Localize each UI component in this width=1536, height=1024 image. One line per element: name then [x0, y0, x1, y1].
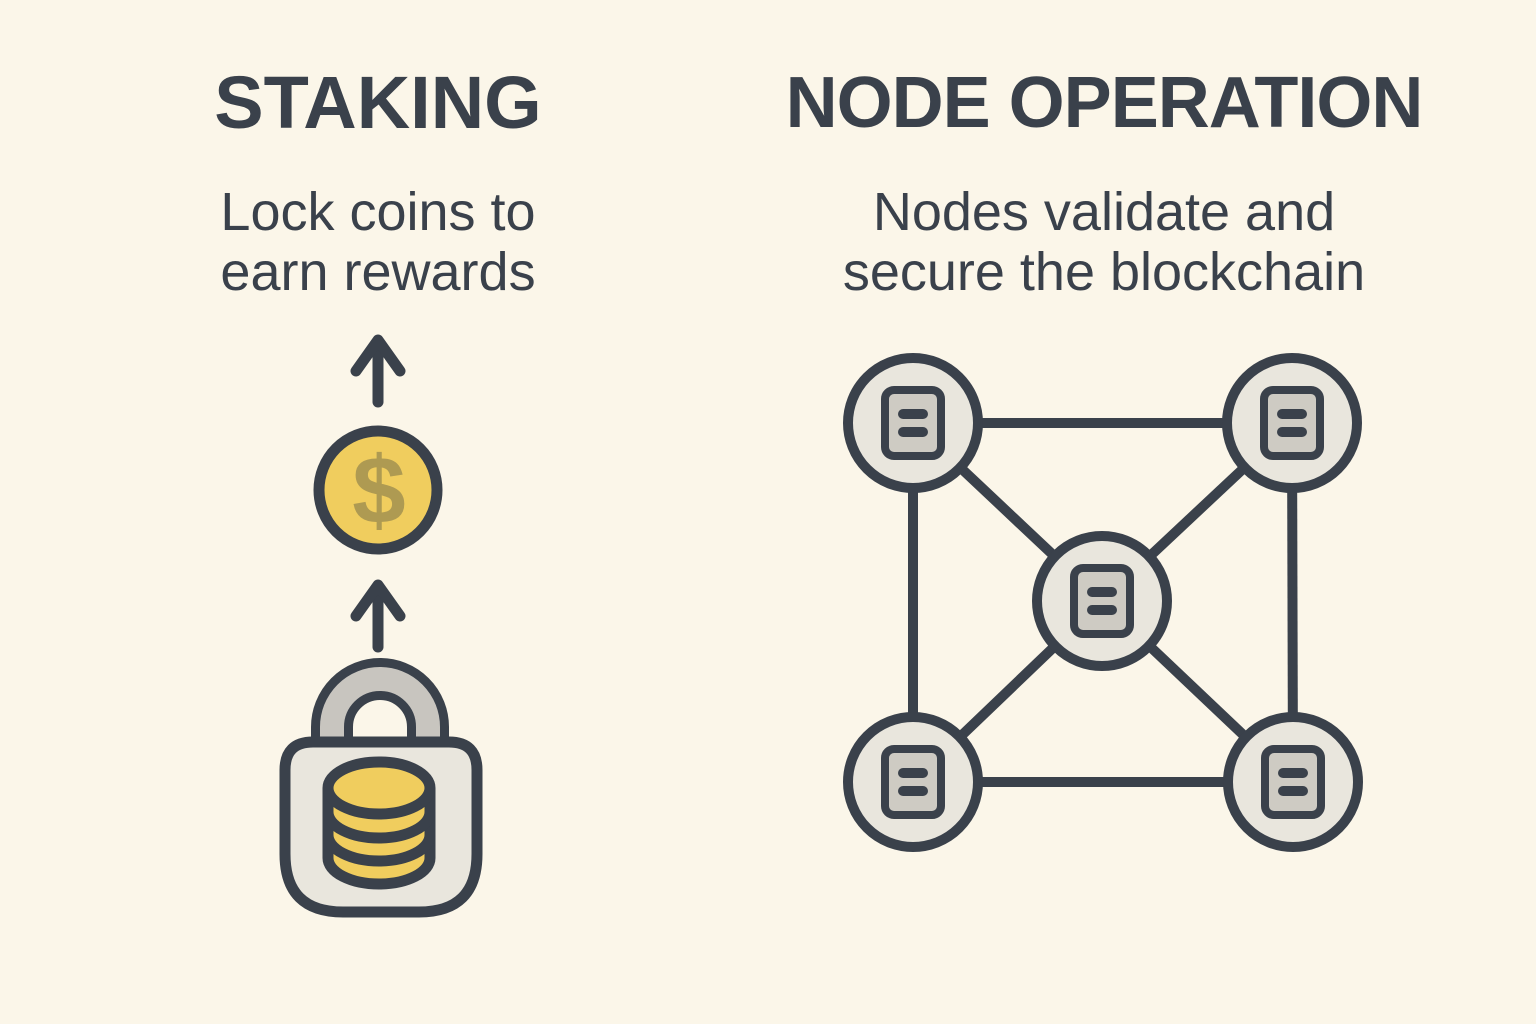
block-document-icon [1261, 745, 1325, 819]
block-document-icon [881, 745, 945, 819]
network-node-center [1032, 531, 1172, 671]
block-line-2 [1278, 786, 1308, 796]
up-arrow-bottom-icon [350, 579, 406, 653]
block-line-2 [1087, 605, 1117, 615]
dollar-coin-icon: $ [313, 425, 443, 555]
network-node-top-left [843, 353, 983, 493]
block-line-2 [898, 427, 928, 437]
block-line-1 [898, 409, 928, 419]
block-line-2 [1277, 427, 1307, 437]
block-document-icon [881, 386, 945, 460]
network-diagram [843, 353, 1363, 852]
network-node-bottom-right [1223, 712, 1363, 852]
network-node-top-right [1222, 353, 1362, 493]
block-line-1 [898, 768, 928, 778]
block-line-1 [1087, 587, 1117, 597]
block-line-1 [1277, 409, 1307, 419]
coin-circle [313, 425, 443, 555]
dollar-sign: $ [352, 437, 405, 544]
block-document-icon [1070, 564, 1134, 638]
staking-graphic: $ [279, 334, 483, 918]
padlock-icon [279, 658, 483, 918]
block-line-2 [898, 786, 928, 796]
coin-stack-icon [322, 756, 436, 890]
block-line-1 [1278, 768, 1308, 778]
up-arrow-top-icon [350, 334, 406, 408]
padlock-shackle [320, 667, 440, 750]
network-node-bottom-left [843, 712, 983, 852]
block-document-icon [1260, 386, 1324, 460]
